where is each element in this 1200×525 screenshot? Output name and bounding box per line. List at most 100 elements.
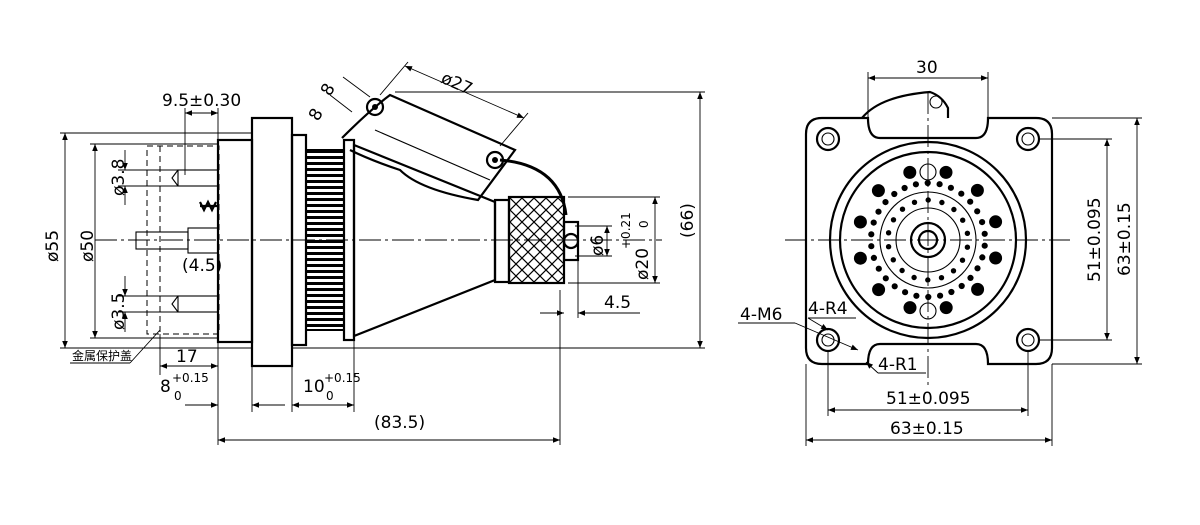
tapered-housing [352,143,497,338]
front-view: 30 51±0.095 63±0.15 51±0.095 63±0.15 4-M… [738,58,1142,446]
dim-27: ø27 [438,68,475,99]
small-contact [891,283,898,290]
dim-51-vertical: 51±0.095 [1085,197,1105,282]
small-contact [870,254,878,261]
small-contact [967,274,974,281]
center-hole [917,229,939,251]
tiny-contact [899,267,905,274]
dim-63-horizontal: 63±0.15 [890,419,964,439]
tiny-contact [911,274,917,281]
large-contact [872,283,886,297]
dim-17: 17 [176,347,198,367]
tiny-contact [964,244,971,250]
dim-51-horizontal: 51±0.095 [886,389,971,409]
dim-66: (66) [678,203,698,238]
dim-20-tol-lower: 0 [637,220,651,228]
rear-body [216,138,254,344]
tiny-contact [960,217,966,223]
tiny-contact [885,230,892,236]
contact-ring-inner [895,207,961,273]
large-contact [903,165,917,179]
tiny-contact [925,197,931,203]
small-contact [967,198,974,205]
small-contact [974,208,981,215]
arm-screw-1 [365,97,385,117]
large-contact [989,215,1003,229]
knurled-nut [507,195,566,285]
flange [250,116,294,368]
small-contact [924,179,931,187]
large-contact [970,183,984,197]
tiny-contact [938,275,945,281]
dim-9-5: 9.5±0.30 [162,91,241,111]
nut-tip [562,220,580,262]
polarizing-key-bottom [919,302,937,320]
nut-screw [562,232,580,250]
pin-upper [171,169,219,187]
small-contact [981,242,988,249]
insert-ring [838,150,1018,330]
small-contact [937,292,944,299]
dim-83-5: (83.5) [374,413,425,433]
dim-8a: 8 [317,80,340,99]
dim-3-8: ø3.8 [109,159,129,196]
large-contact [939,301,953,315]
tiny-contact [939,199,945,206]
large-contact [871,184,885,198]
arm-screw-2-hole [492,157,498,163]
small-contact [868,243,875,250]
small-contact [981,230,988,237]
top-latch [861,90,950,119]
callout-4-r1: 4-R1 [878,355,918,375]
angled-arm-inner [374,129,491,181]
large-contact [903,301,917,315]
small-contact [925,293,932,301]
small-contact [870,219,877,226]
tiny-contacts [885,197,971,283]
latch-screw [929,95,943,109]
dim-55: ø55 [43,230,63,262]
large-contact [989,251,1003,265]
small-contact [936,181,943,188]
dim-4-5-paren: (4.5) [182,256,222,276]
dim-8-tol-upper: +0.15 [172,371,209,385]
tiny-contact [959,257,966,263]
flange-outline [804,116,1054,366]
mount-hole-tl [815,126,841,152]
mount-hole-br [1015,327,1041,353]
small-contact [974,265,981,272]
callout-4-r4: 4-R4 [808,299,848,319]
small-contact [947,184,955,191]
small-contact [882,199,889,206]
dim-10: 10 [303,377,325,397]
tiny-contact [899,206,906,212]
tiny-contact [911,199,918,206]
contact-ring-outer [879,191,977,289]
dim-8: 8 [160,377,171,397]
small-contact [958,190,965,197]
small-contact [868,231,875,238]
small-contact [979,219,986,226]
small-contact [875,208,882,215]
front-shoulder [493,198,511,284]
dim-10-tol-upper: +0.15 [324,371,361,385]
dim-3-5: ø3.5 [109,293,129,330]
small-contact [912,181,920,188]
dim-6: ø6 [588,235,608,256]
small-contact [882,275,889,282]
pin-lower [171,295,219,313]
dim-20: ø20 [633,248,653,280]
pin-center [135,227,219,254]
dim-50: ø50 [78,230,98,262]
tiny-contact [951,206,957,213]
dim-30: 30 [916,58,938,78]
dim-10-tol-lower: 0 [326,389,334,403]
dim-4-5: 4.5 [604,293,631,313]
arm-screw-1-hole [372,104,378,110]
lock-wire [499,158,568,216]
dim-63-vertical: 63±0.15 [1115,202,1135,276]
center-boss [909,221,947,259]
dim-20-tol-upper: +0.21 [619,212,633,249]
tiny-contact [890,257,896,263]
